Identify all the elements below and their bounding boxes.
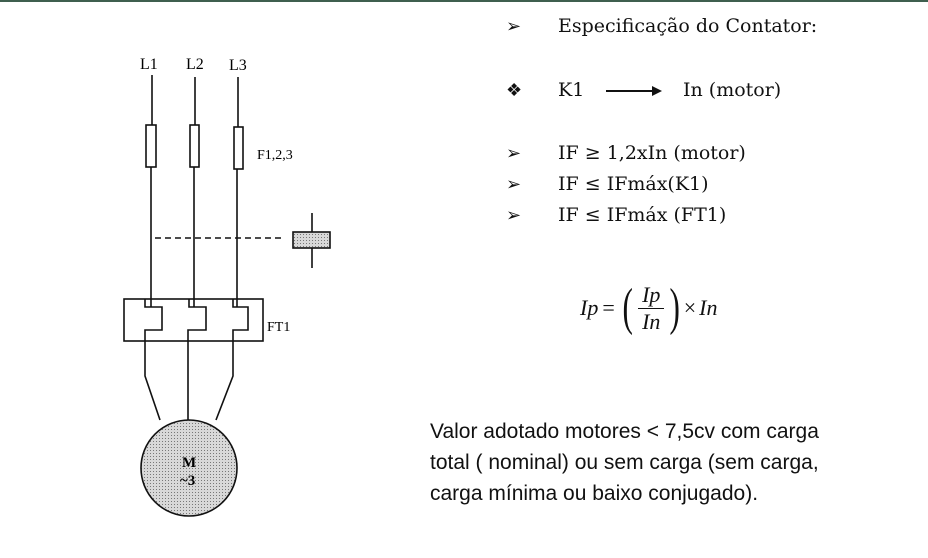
rule-1: IF ≥ 1,2xIn (motor): [558, 142, 746, 164]
label-l3: L3: [229, 57, 247, 74]
fuse-f2: [189, 124, 200, 168]
ip-formula: Ip = ( Ip In ) × In: [580, 276, 717, 340]
formula-rhs: In: [699, 295, 718, 320]
rule-3: IF ≤ IFmáx (FT1): [558, 204, 727, 226]
overload-element-3: [215, 299, 249, 421]
motor-m3: [140, 419, 238, 517]
rule-2: IF ≤ IFmáx(K1): [558, 173, 709, 195]
formula-lhs: Ip: [580, 295, 599, 320]
arrow-bullet-icon: ➢: [506, 16, 522, 37]
overload-element-1: [144, 299, 163, 421]
fuse-f1: [145, 124, 157, 168]
arrow-bullet-icon: ➢: [506, 174, 522, 195]
left-paren: (: [622, 279, 633, 336]
formula-equals: =: [602, 295, 615, 320]
label-l1: L1: [140, 56, 158, 73]
note-paragraph: Valor adotado motores < 7,5cv com carga …: [430, 416, 819, 509]
right-arrow-icon: [606, 86, 662, 96]
contactor-coil-k1: [292, 231, 331, 249]
note-line: Valor adotado motores < 7,5cv com carga: [430, 420, 819, 443]
fuse-f3: [233, 126, 244, 170]
label-ft1: FT1: [267, 320, 290, 335]
formula-times: ×: [683, 295, 697, 320]
label-l2: L2: [186, 56, 204, 73]
note-line: carga mínima ou baixo conjugado).: [430, 482, 759, 505]
spec-title: Especificação do Contator:: [558, 15, 818, 37]
note-line: total ( nominal) ou sem carga (sem carga…: [430, 451, 819, 474]
k1-target: In (motor): [683, 79, 782, 101]
arrow-bullet-icon: ➢: [506, 205, 522, 226]
diamond-bullet-icon: ❖: [506, 80, 523, 101]
phase-lines: [150, 75, 239, 307]
overload-relay-ft1: [123, 298, 264, 342]
label-motor: M: [182, 455, 196, 471]
formula-denominator: In: [642, 308, 661, 334]
overload-element-2: [187, 299, 207, 420]
arrow-bullet-icon: ➢: [506, 143, 522, 164]
top-border: [0, 0, 928, 2]
label-fuses: F1,2,3: [257, 148, 293, 163]
label-motor-sub: ~3: [180, 473, 195, 489]
formula-numerator: Ip: [638, 282, 665, 309]
k1-label: K1: [558, 79, 585, 101]
right-paren: ): [669, 279, 681, 336]
formula-fraction: Ip In: [638, 282, 665, 335]
